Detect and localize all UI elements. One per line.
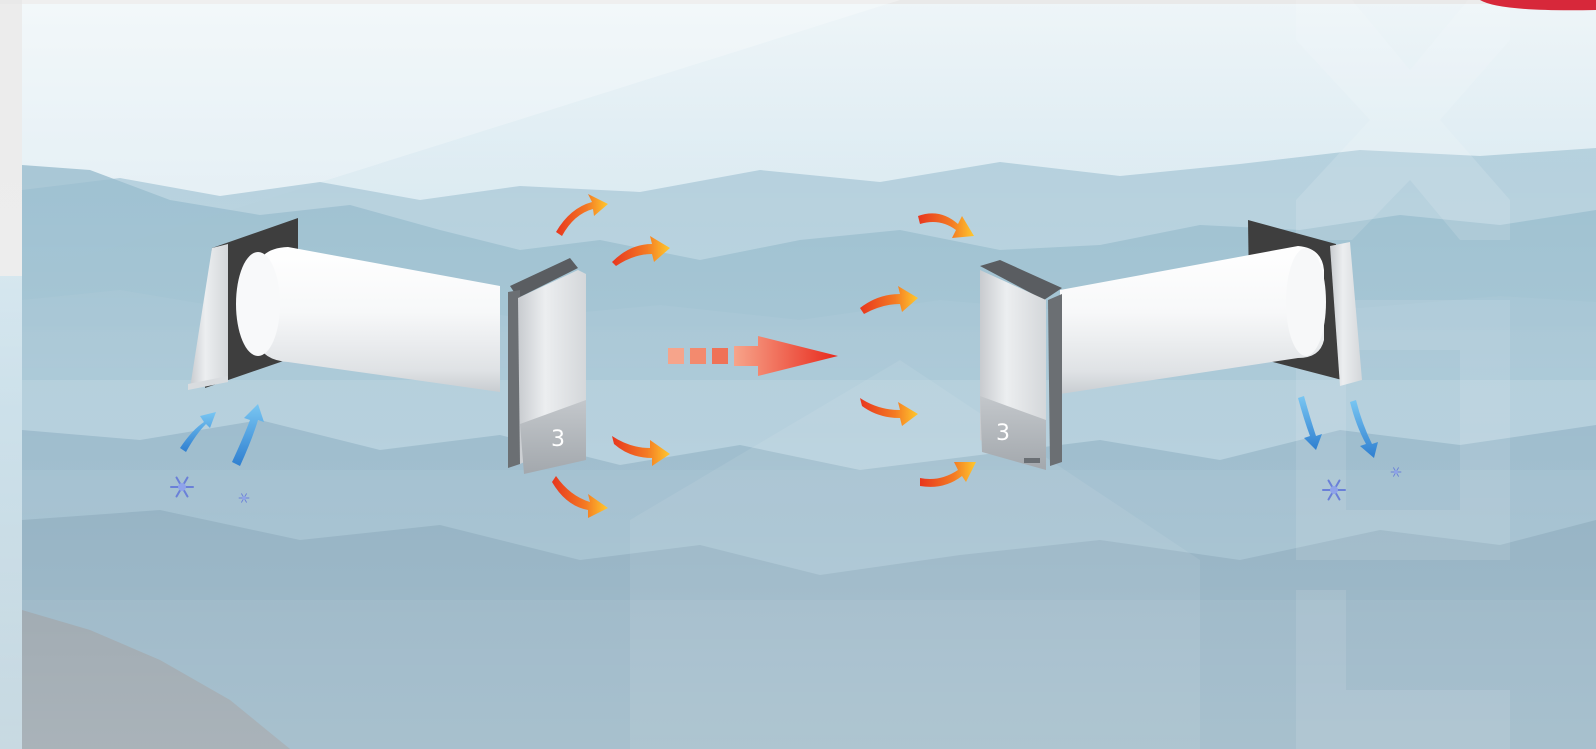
left-unit-panel-edge: [508, 290, 520, 468]
right-unit-speed-display: 3: [996, 421, 1010, 446]
left-unit-speed-display: 3: [551, 427, 565, 452]
right-unit-panel-edge: [1048, 294, 1062, 466]
